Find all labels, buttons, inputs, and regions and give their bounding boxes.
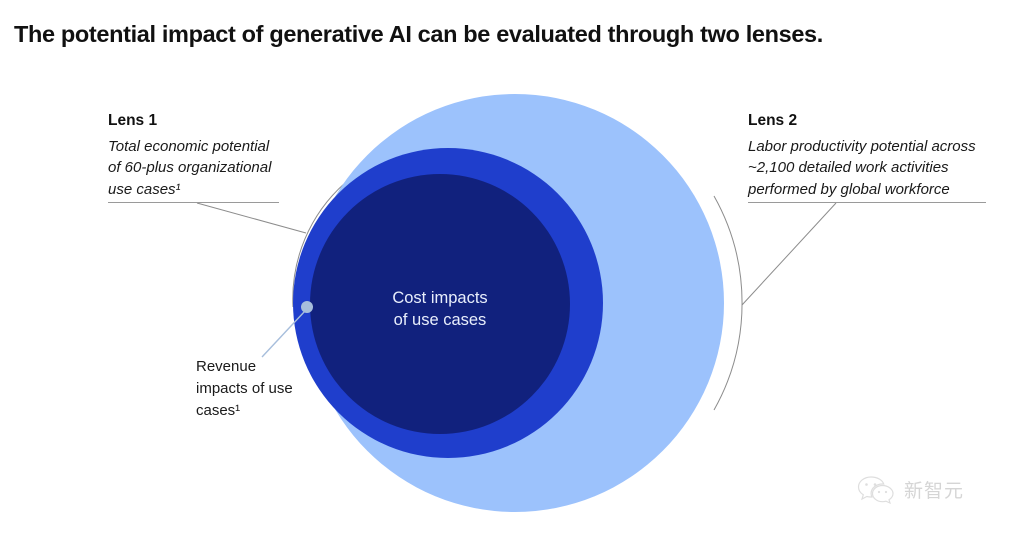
lens2-underline [748,202,986,203]
cost-impacts-label-line1: Cost impacts [392,289,488,307]
lens1-description: Total economic potential of 60-plus orga… [108,138,272,198]
lens2-boundary-arc [713,195,743,411]
revenue-impacts-dot [301,301,313,313]
lens1-leader-line [196,202,307,234]
lens1-heading: Lens 1 [108,112,158,129]
revenue-impacts-callout: Revenue impacts of use cases¹ [196,358,293,419]
lens2-description: Labor productivity potential across ~2,1… [748,138,976,198]
cost-impacts-label: Cost impacts of use cases [340,287,540,332]
watermark: 新智元 [856,474,964,504]
lens2-leader-line [741,202,837,306]
watermark-text: 新智元 [904,479,965,502]
lens1-boundary-arc [292,182,346,308]
page-title: The potential impact of generative AI ca… [14,21,823,47]
lens2-heading: Lens 2 [748,112,798,129]
revenue-leader-line [261,310,306,358]
lens1-underline [108,202,279,203]
wechat-icon [857,476,894,504]
cost-impacts-label-line2: of use cases [393,311,487,330]
circle-cost-impacts [310,174,570,434]
lens1-label-block: Lens 1 Total economic potential of 60-pl… [108,112,284,200]
lens2-label-block: Lens 2 Labor productivity potential acro… [748,112,986,200]
